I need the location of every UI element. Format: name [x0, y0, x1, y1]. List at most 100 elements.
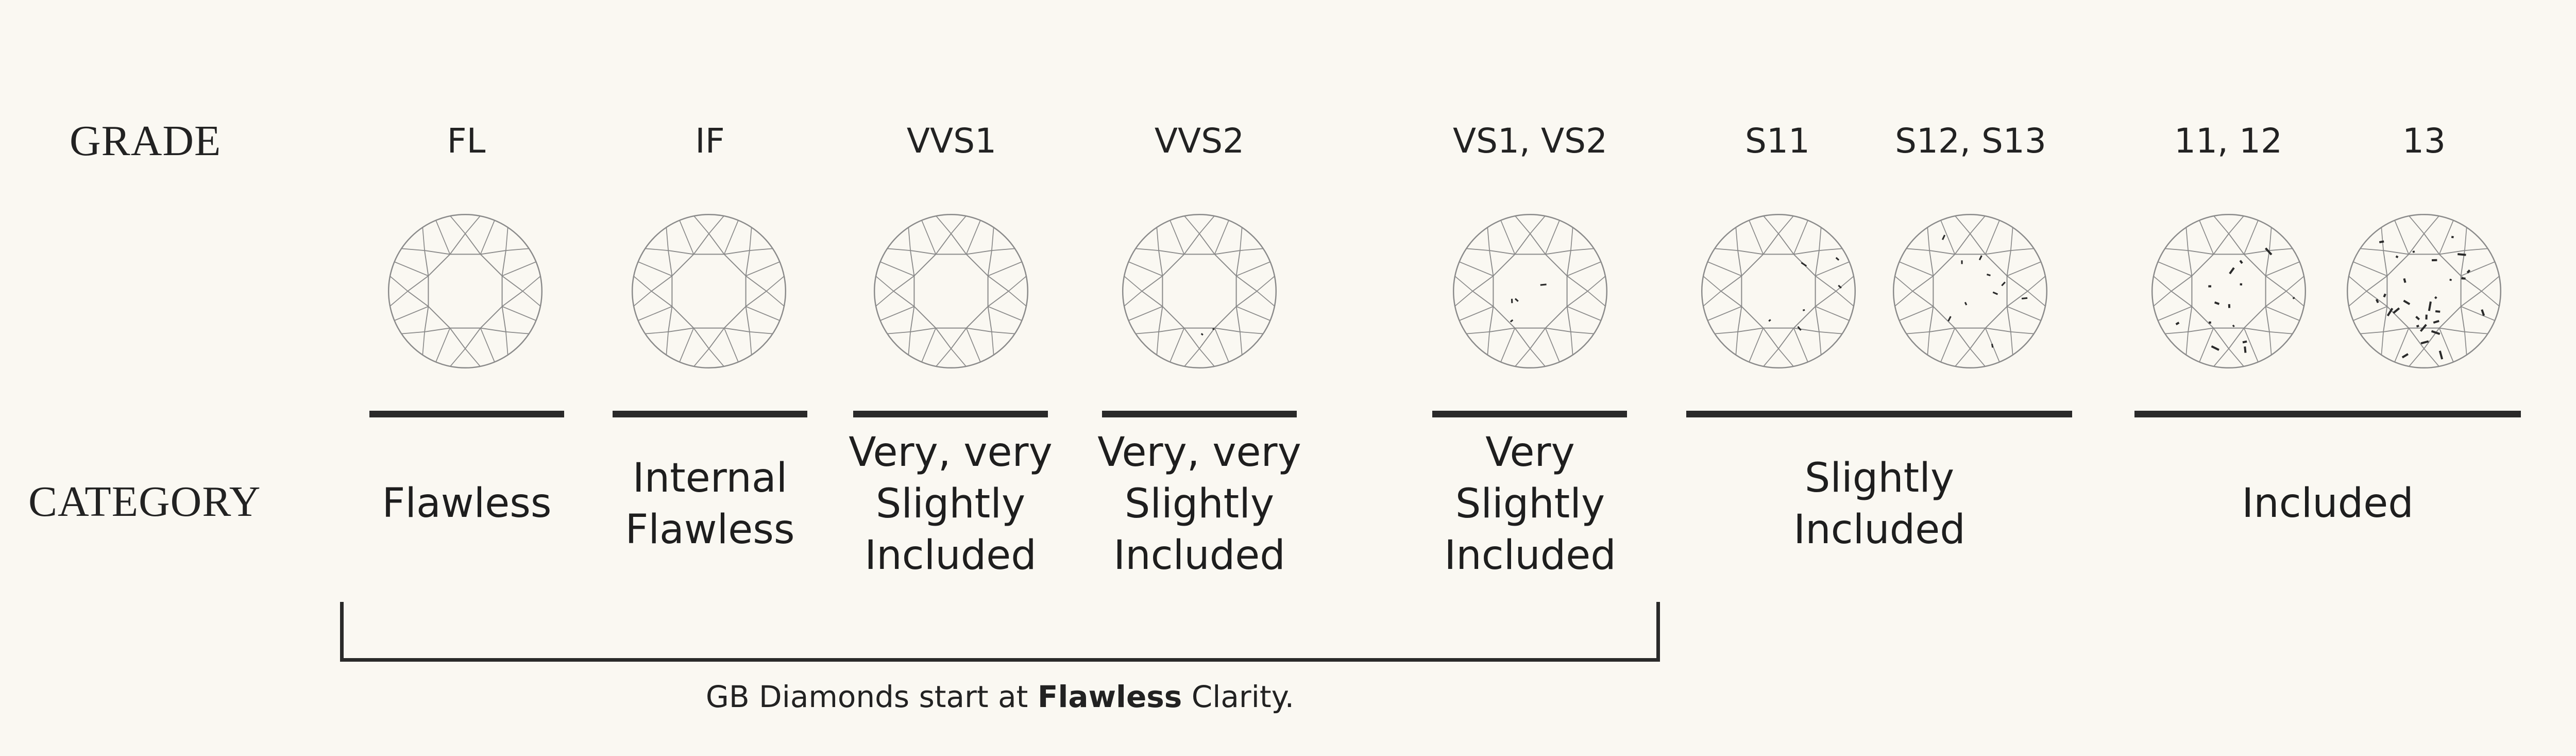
inclusion-mark: [2375, 299, 2379, 304]
inclusion-mark: [1947, 316, 1952, 322]
category-row-label: CATEGORY: [28, 478, 261, 526]
diamond-facets: [387, 213, 543, 369]
diamond-facets: [2346, 213, 2502, 369]
inclusion-mark: [1801, 262, 1807, 267]
category-line: Included: [1793, 507, 1965, 553]
category-line: Included: [1113, 532, 1285, 579]
inclusion-mark: [1802, 309, 1805, 311]
grade-row-label: GRADE: [70, 117, 222, 165]
inclusion-mark: [2211, 345, 2219, 351]
inclusion-mark: [1992, 291, 1998, 295]
inclusion-mark: [2228, 304, 2231, 308]
inclusion-mark: [1200, 333, 1204, 336]
footnote-suffix: Clarity.: [1182, 679, 1295, 714]
category-line: Flawless: [625, 507, 795, 553]
inclusion-mark: [2466, 269, 2471, 274]
diamond-facets: [631, 213, 787, 369]
inclusion-mark: [2449, 278, 2452, 281]
category-internal-flawless: Internal Flawless: [625, 452, 794, 556]
category-bar-vvs2: [1102, 411, 1297, 417]
inclusion-mark: [2379, 240, 2384, 244]
inclusion-mark: [1942, 234, 1946, 240]
diamond-facets: [1452, 213, 1608, 369]
diamond-13-icon: [2344, 211, 2504, 371]
gb-range-bracket: [340, 602, 1660, 662]
category-line: Slightly: [1804, 455, 1955, 501]
inclusion-mark: [1991, 343, 1994, 348]
inclusion-mark: [2419, 324, 2427, 332]
category-bar-slightly-included: [1686, 411, 2072, 417]
grade-label-vs1-vs2: VS1, VS2: [1452, 121, 1608, 161]
inclusion-mark: [1768, 319, 1771, 322]
diamond-facets: [2151, 213, 2307, 369]
diamond-facets: [1892, 213, 2048, 369]
inclusion-mark: [2229, 267, 2235, 275]
inclusion-mark: [1510, 319, 1514, 323]
inclusion-mark: [2481, 309, 2485, 316]
category-slightly-included: Slightly Included: [1793, 452, 1965, 556]
inclusion-mark: [2383, 293, 2386, 298]
inclusion-mark: [1978, 255, 1982, 261]
inclusion-mark: [2232, 324, 2235, 328]
inclusion-mark: [2401, 353, 2409, 359]
inclusion-mark: [2428, 301, 2432, 311]
inclusion-mark: [1964, 301, 1968, 306]
category-bar-included: [2134, 411, 2521, 417]
category-line: Internal: [632, 455, 788, 501]
inclusion-mark: [2451, 236, 2454, 239]
inclusion-mark: [2420, 340, 2429, 345]
category-bar-flawless: [369, 411, 564, 417]
inclusion-mark: [2209, 321, 2211, 324]
inclusion-mark: [2001, 281, 2006, 287]
inclusion-mark: [2434, 296, 2437, 299]
inclusion-mark: [2425, 314, 2428, 320]
inclusion-mark: [2395, 255, 2399, 259]
inclusion-mark: [1835, 257, 1840, 261]
inclusion-mark: [2175, 322, 2180, 326]
category-bar-internal-flawless: [613, 411, 807, 417]
grade-label-11-12: 11, 12: [2174, 121, 2282, 161]
category-line: Included: [865, 532, 1037, 579]
category-line: Very: [1485, 429, 1575, 476]
category-included: Included: [2242, 478, 2413, 529]
inclusion-mark: [2292, 297, 2295, 299]
grade-label-s11: S11: [1745, 121, 1810, 161]
category-line: Flawless: [382, 480, 552, 527]
inclusion-mark: [1797, 326, 1802, 331]
inclusion-mark: [1961, 260, 1963, 264]
inclusion-mark: [2021, 297, 2028, 299]
inclusion-mark: [1511, 298, 1513, 304]
diamond-facets: [1701, 213, 1856, 369]
footnote: GB Diamonds start at Flawless Clarity.: [706, 679, 1294, 714]
grade-label-vvs2: VVS2: [1154, 121, 1245, 161]
diamond-s11-icon: [1699, 211, 1858, 371]
inclusion-mark: [2412, 250, 2415, 253]
inclusion-mark: [2244, 346, 2247, 353]
diamond-fl-icon: [385, 211, 545, 371]
diamond-vs1-vs2-icon: [1450, 211, 1610, 371]
category-flawless: Flawless: [382, 478, 551, 529]
inclusion-mark: [2416, 325, 2419, 328]
category-line: Slightly: [1455, 481, 1605, 527]
inclusion-mark: [2438, 350, 2444, 360]
inclusion-mark: [2393, 307, 2400, 314]
diamond-facets: [873, 213, 1029, 369]
inclusion-mark: [2415, 315, 2420, 321]
inclusion-mark: [2435, 310, 2441, 313]
inclusion-mark: [2265, 247, 2273, 256]
inclusion-mark: [2431, 330, 2441, 335]
inclusion-mark: [2433, 320, 2439, 324]
category-line: Included: [1444, 532, 1616, 579]
inclusion-mark: [1514, 298, 1519, 302]
inclusion-mark: [2403, 278, 2406, 283]
inclusion-mark: [2461, 277, 2466, 280]
inclusion-mark: [2240, 283, 2243, 285]
diamond-vvs2-icon: [1120, 211, 1279, 371]
inclusion-mark: [1540, 283, 1547, 286]
inclusion-mark: [2242, 340, 2247, 344]
category-line: Very, very: [849, 429, 1053, 476]
inclusion-mark: [2214, 301, 2220, 305]
grade-label-vvs1: VVS1: [906, 121, 997, 161]
diamond-vvs1-icon: [871, 211, 1031, 371]
grade-label-13: 13: [2402, 121, 2446, 161]
